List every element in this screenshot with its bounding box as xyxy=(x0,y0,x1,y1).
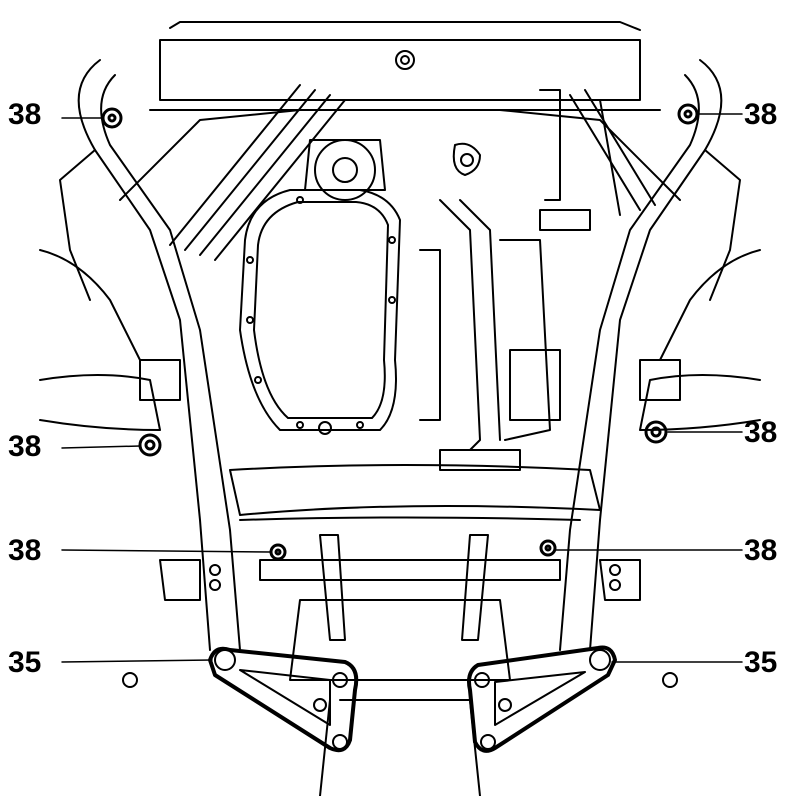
callout-38-mid-left: 38 xyxy=(8,430,42,463)
control-arms xyxy=(39,359,761,688)
exhaust-pipes xyxy=(169,84,656,261)
callout-38-top-right: 38 xyxy=(744,98,778,131)
leader-lines xyxy=(61,113,743,663)
callout-35-right: 35 xyxy=(744,646,778,679)
bolts xyxy=(101,103,699,561)
right-brace xyxy=(467,645,617,753)
oil-pan xyxy=(239,189,401,435)
engine-components xyxy=(304,89,591,471)
callout-35-left: 35 xyxy=(8,646,42,679)
callout-38-mid-right: 38 xyxy=(744,416,778,449)
callout-38-lower-left: 38 xyxy=(8,534,42,567)
frame-rails xyxy=(39,59,761,651)
top-crossmember xyxy=(149,21,661,111)
left-brace xyxy=(208,646,359,753)
callout-38-lower-right: 38 xyxy=(744,534,778,567)
cradle-lower xyxy=(229,464,601,796)
callout-38-top-left: 38 xyxy=(8,98,42,131)
